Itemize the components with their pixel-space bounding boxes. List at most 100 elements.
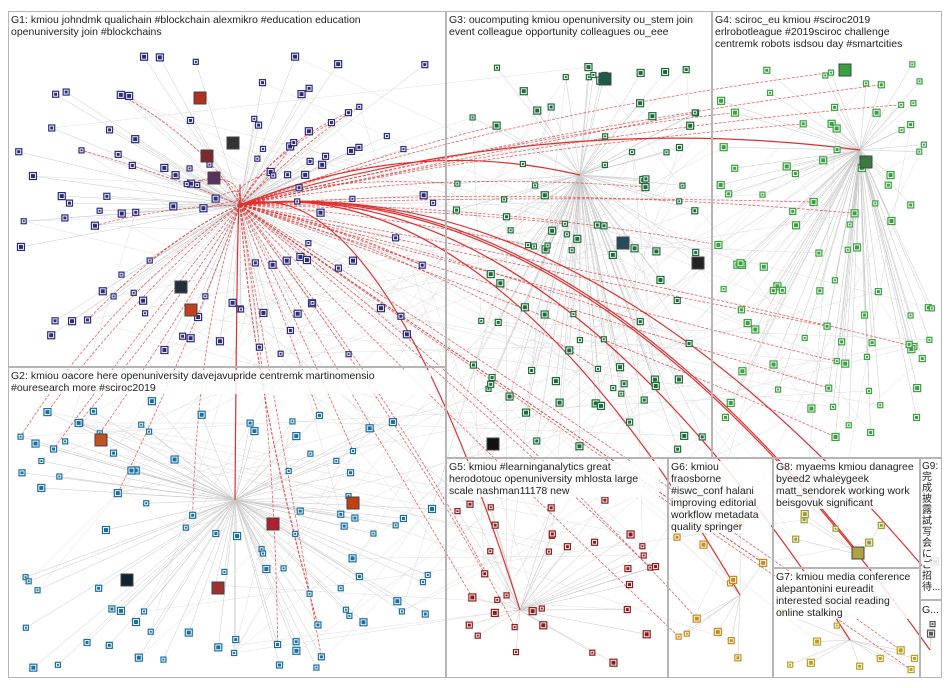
- graph-node-large[interactable]: [211, 581, 225, 595]
- edge: [239, 204, 260, 348]
- edge: [579, 174, 614, 255]
- edge: [380, 125, 497, 309]
- graph-node-large[interactable]: [346, 496, 360, 510]
- graph-node-fill: [132, 291, 135, 294]
- graph-node-large[interactable]: [266, 517, 280, 531]
- edge: [859, 104, 902, 151]
- edge: [509, 174, 581, 397]
- graph-node-fill: [115, 491, 120, 496]
- edge: [280, 164, 606, 354]
- edge: [239, 204, 264, 314]
- edge: [234, 499, 278, 645]
- graph-node-fill: [20, 471, 24, 475]
- edge: [579, 174, 646, 180]
- graph-node-fill: [136, 655, 141, 660]
- highlight-edge: [236, 171, 271, 206]
- graph-node-fill: [513, 626, 516, 629]
- graph-node-fill: [471, 116, 474, 119]
- graph-node-large[interactable]: [120, 573, 134, 587]
- graph-node-fill: [141, 298, 146, 303]
- graph-node-fill: [803, 336, 806, 339]
- edge: [234, 499, 296, 535]
- graph-node-fill: [596, 367, 599, 370]
- graph-node-fill: [349, 471, 353, 475]
- graph-node-fill: [653, 384, 658, 389]
- graph-node-large[interactable]: [174, 280, 188, 294]
- edge: [741, 149, 861, 310]
- edge: [359, 244, 719, 577]
- edge: [234, 499, 319, 626]
- graph-node-fill: [303, 172, 308, 177]
- graph-node-large[interactable]: [691, 256, 705, 270]
- edge: [99, 210, 298, 314]
- graph-node-fill: [858, 664, 862, 668]
- graph-node-fill: [912, 102, 915, 105]
- edge: [573, 174, 581, 315]
- highlight-edge: [239, 204, 764, 564]
- graph-node-fill: [547, 550, 550, 553]
- graph-node-fill: [643, 185, 648, 190]
- graph-node-fill: [306, 129, 311, 134]
- graph-node-fill: [918, 150, 921, 153]
- graph-node-large[interactable]: [193, 91, 207, 105]
- graph-node-fill: [423, 63, 427, 67]
- edge: [849, 639, 860, 667]
- graph-node-fill: [298, 509, 302, 513]
- edge: [579, 174, 635, 249]
- graph-node-fill: [889, 218, 894, 223]
- graph-node-fill: [736, 656, 740, 660]
- graph-node-fill: [348, 614, 351, 617]
- graph-node-large[interactable]: [851, 546, 865, 560]
- graph-node-fill: [76, 420, 81, 425]
- graph-node-fill: [352, 450, 355, 453]
- graph-node-large[interactable]: [486, 437, 500, 451]
- graph-node-fill: [288, 328, 292, 332]
- graph-node-large[interactable]: [94, 433, 108, 447]
- edge: [859, 144, 924, 151]
- graph-node-large[interactable]: [598, 72, 612, 86]
- edge: [234, 495, 349, 501]
- edge: [234, 499, 347, 610]
- graph-node-fill: [825, 324, 829, 328]
- graph-node-fill: [718, 183, 723, 188]
- edge: [41, 460, 236, 501]
- graph-node-fill: [294, 640, 298, 644]
- graph-node-fill: [591, 651, 594, 654]
- graph-node-large[interactable]: [184, 303, 198, 317]
- graph-node-large[interactable]: [226, 136, 240, 150]
- graph-node-fill: [213, 196, 218, 201]
- graph-node-fill: [110, 607, 114, 611]
- group-box-g4: [712, 11, 942, 458]
- graph-node-fill: [480, 319, 483, 322]
- edge: [215, 585, 628, 610]
- graph-node-fill: [676, 377, 681, 382]
- graph-node-large[interactable]: [200, 149, 214, 163]
- graph-node-fill: [775, 284, 780, 289]
- graph-node-large[interactable]: [859, 155, 873, 169]
- graph-node-fill: [602, 338, 605, 341]
- graph-node-fill: [694, 616, 699, 621]
- graph-node-fill: [550, 532, 554, 536]
- graph-node-large[interactable]: [207, 171, 221, 185]
- highlight-edge: [117, 204, 241, 494]
- graph-node-fill: [753, 327, 758, 332]
- edge: [859, 129, 902, 151]
- edge: [519, 507, 552, 611]
- graph-node-fill: [487, 387, 490, 390]
- graph-node-fill: [339, 512, 343, 516]
- graph-node-fill: [204, 295, 207, 298]
- edge: [120, 94, 241, 206]
- graph-node-fill: [58, 475, 61, 478]
- edge: [703, 544, 741, 596]
- edge: [105, 499, 236, 531]
- graph-node-fill: [145, 502, 148, 505]
- graph-node-large[interactable]: [838, 63, 852, 77]
- graph-node-fill: [542, 193, 547, 198]
- graph-node-fill: [641, 545, 644, 548]
- edge: [25, 499, 236, 578]
- graph-node-fill: [777, 388, 780, 391]
- graph-node-fill: [17, 150, 21, 154]
- graph-node-fill: [282, 567, 285, 570]
- highlight-edge: [215, 190, 242, 206]
- graph-node-large[interactable]: [616, 236, 630, 250]
